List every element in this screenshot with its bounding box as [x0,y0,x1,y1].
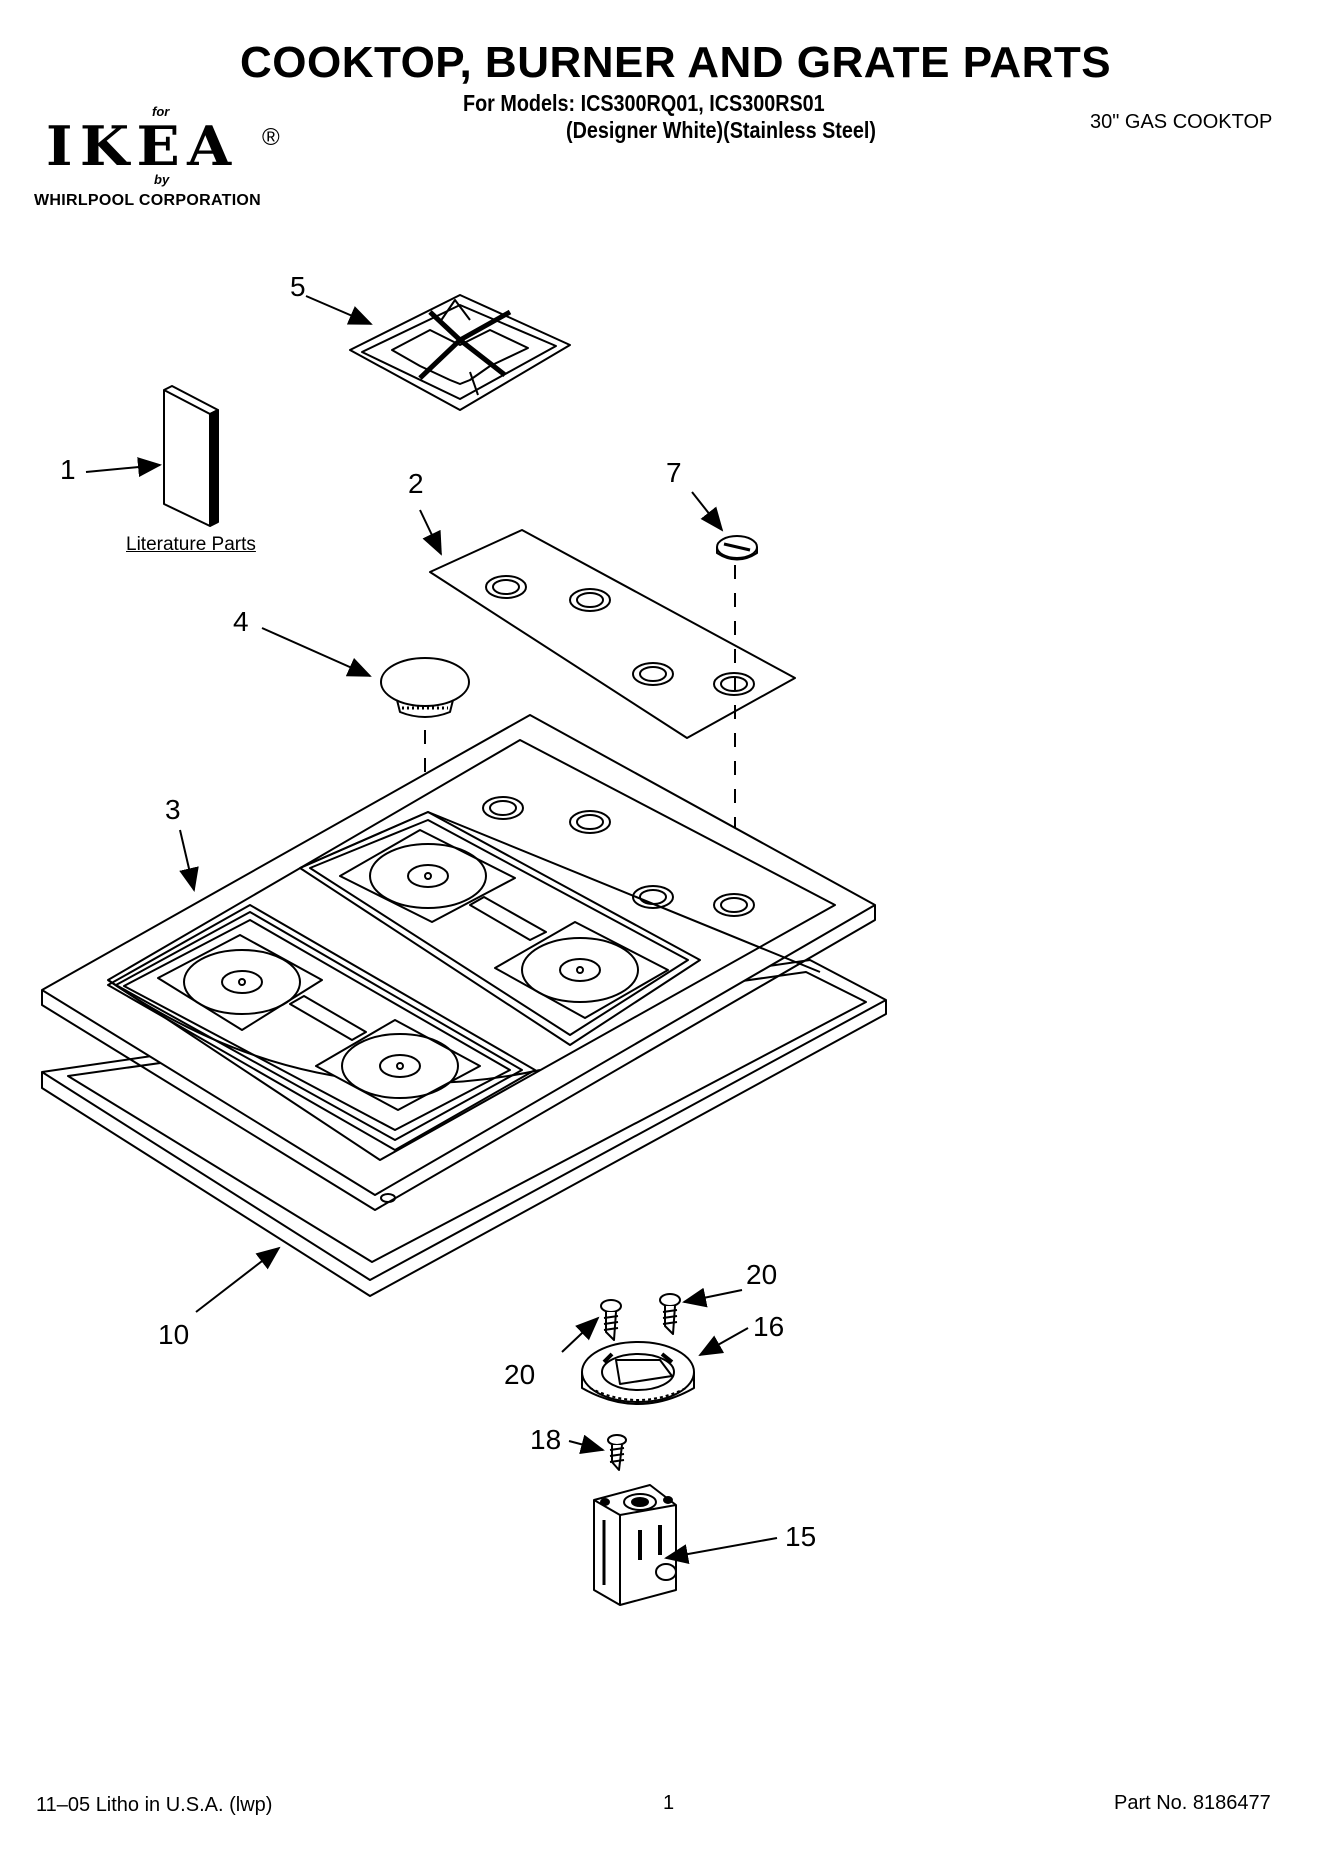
screw-part-right [659,1293,681,1335]
callout-leader-lines [85,295,778,1564]
logo-for-text: for [152,104,170,119]
logo-corporation: WHIRLPOOL CORPORATION [34,192,262,209]
model-variants: (Designer White)(Stainless Steel) [566,117,876,143]
callout-20-upper: 20 [746,1259,778,1290]
page-number: 1 [663,1792,675,1814]
callout-20-lower: 20 [504,1359,536,1390]
print-info: 11–05 Litho in U.S.A. (lwp) [36,1794,273,1816]
product-type: 30" GAS COOKTOP [1090,111,1273,133]
registered-mark: ® [262,124,280,151]
callout-7: 7 [666,457,682,488]
burner-grate-part [349,294,571,411]
control-knob-part [716,535,758,561]
screw-part-left [600,1299,622,1341]
callout-5: 5 [290,271,306,302]
page-title: COOKTOP, BURNER AND GRATE PARTS [240,38,1112,87]
mounting-screw-part [607,1434,627,1471]
callout-3: 3 [165,794,181,825]
callout-2: 2 [408,468,424,499]
logo-by-text: by [154,172,170,187]
callout-16: 16 [753,1311,785,1342]
model-numbers: For Models: ICS300RQ01, ICS300RS01 [463,90,825,116]
callout-4: 4 [233,606,249,637]
burner-cap-part [380,657,470,718]
burner-base-part [581,1341,695,1405]
cooktop-main-part [41,714,876,1211]
logo-wordmark: IKEA [46,114,239,178]
literature-parts-label: Literature Parts [126,534,256,555]
literature-booklet-part [163,385,219,527]
control-panel-part [429,529,796,739]
callout-18: 18 [530,1424,562,1455]
callout-10: 10 [158,1319,190,1350]
callout-1: 1 [60,454,76,485]
callout-15: 15 [785,1521,817,1552]
valve-bracket-part [593,1484,677,1606]
part-number: Part No. 8186477 [1114,1792,1271,1814]
